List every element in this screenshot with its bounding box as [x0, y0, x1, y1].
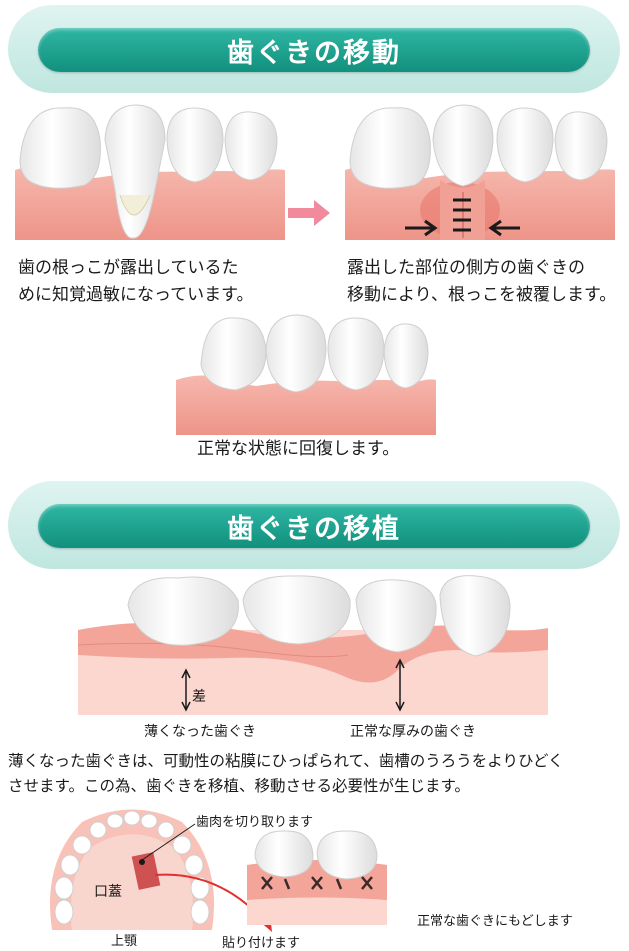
graft-illustration	[247, 825, 387, 925]
section2-title: 歯ぐきの移植	[38, 504, 590, 548]
desc-line2: させます。この為、歯ぐきを移植、移動させる必要性が生じます。	[8, 774, 470, 799]
label-palate: 口蓋	[94, 881, 122, 901]
caption-right-line2: 移動により、根っこを被覆します。	[347, 283, 616, 308]
label-diff: 差	[192, 686, 206, 706]
label-thin: 薄くなった歯ぐき	[144, 721, 256, 741]
caption-bottom: 正常な状態に回復します。	[197, 437, 399, 462]
gum-thickness-illustration	[78, 570, 548, 715]
section1-title: 歯ぐきの移動	[38, 28, 590, 72]
label-paste: 貼り付けます	[222, 932, 300, 951]
restored-illustration	[176, 310, 436, 435]
right-arrow-icon	[288, 198, 332, 228]
caption-left-line1: 歯の根っこが露出しているた	[18, 256, 239, 281]
label-cut: 歯肉を切り取ります	[196, 811, 313, 830]
desc-line1: 薄くなった歯ぐきは、可動性の粘膜にひっぱられて、歯槽のうろうをよりひどく	[8, 749, 564, 774]
caption-right-line1: 露出した部位の側方の歯ぐきの	[347, 256, 585, 281]
gum-moved-illustration	[345, 100, 615, 240]
cut-leader-line	[140, 822, 200, 862]
exposed-root-illustration	[15, 100, 285, 240]
label-normal: 正常な厚みの歯ぐき	[350, 721, 476, 741]
label-restore: 正常な歯ぐきにもどします	[417, 910, 573, 929]
label-upper-jaw: 上顎	[111, 930, 137, 949]
caption-left-line2: めに知覚過敏になっています。	[18, 283, 253, 308]
